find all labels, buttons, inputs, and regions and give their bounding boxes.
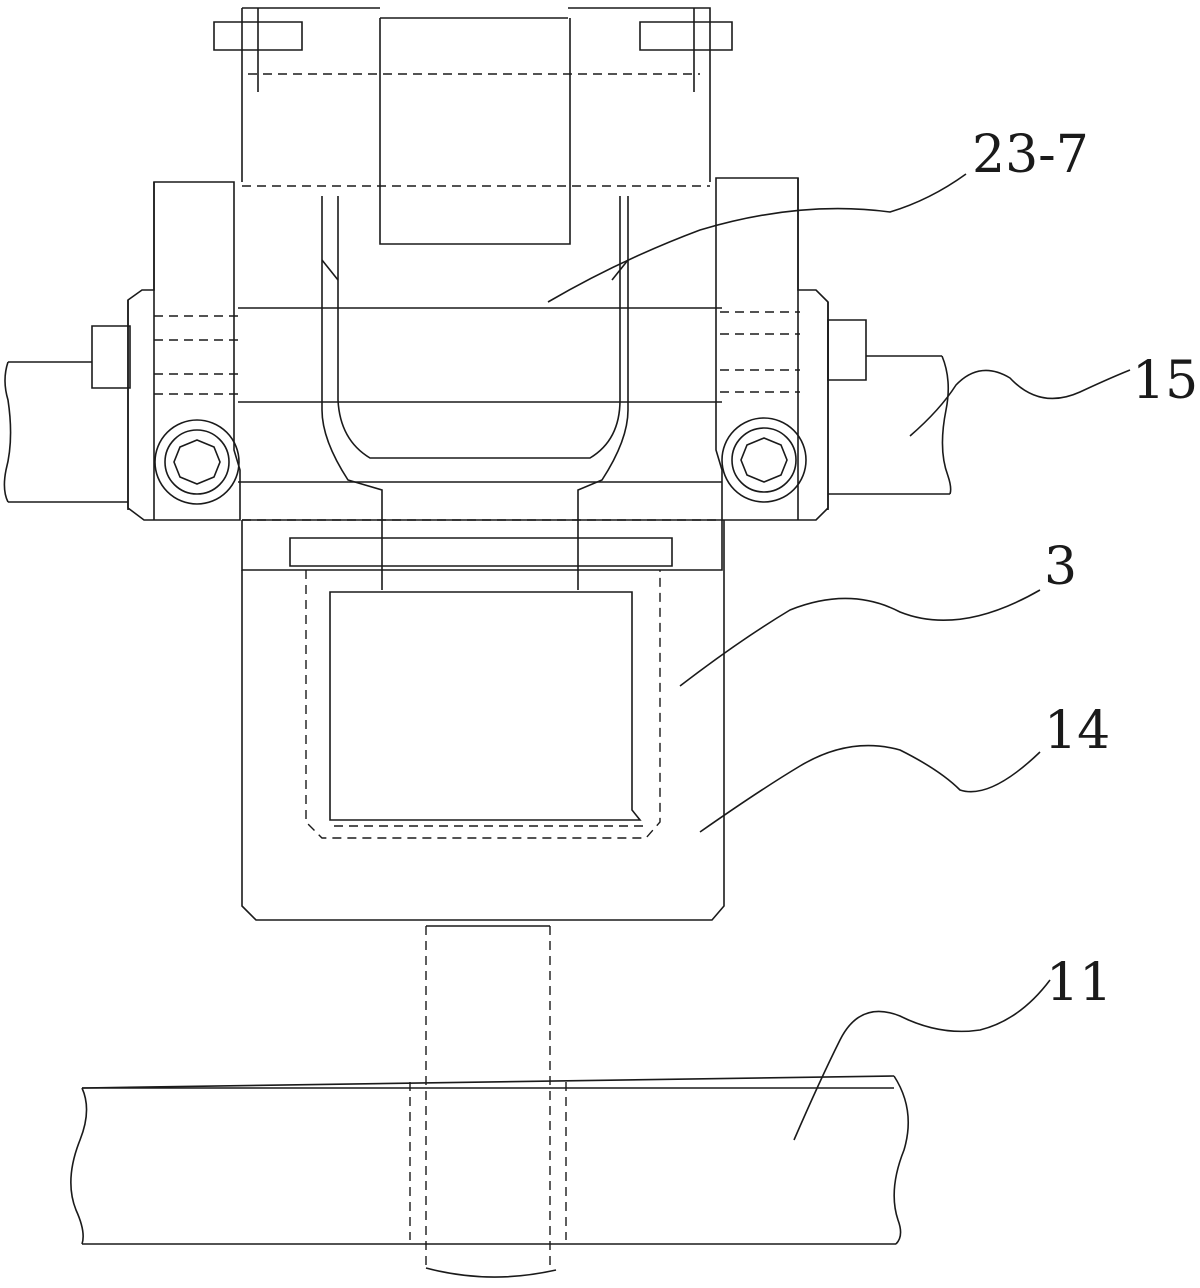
lower-housing (238, 481, 725, 921)
label-3: 3 (1044, 537, 1077, 597)
shaft-23-7 (238, 307, 722, 403)
left-side-plate (91, 181, 241, 521)
leader-14 (699, 744, 1041, 833)
leader-3 (679, 589, 1041, 687)
part-labels: 23-7 15 3 14 11 (972, 125, 1198, 1013)
right-side-plate (715, 177, 867, 521)
vertical-rod (409, 925, 567, 1278)
label-11: 11 (1046, 953, 1112, 1013)
bottom-beam-11 (70, 1075, 910, 1245)
label-14: 14 (1044, 701, 1110, 761)
right-arm-15 (828, 355, 952, 495)
label-23-7: 23-7 (972, 125, 1089, 185)
leader-15 (909, 369, 1131, 437)
leader-lines (547, 173, 1131, 1141)
top-bracket (213, 7, 733, 245)
label-15: 15 (1132, 351, 1198, 411)
leader-11 (793, 979, 1051, 1141)
left-arm (3, 361, 128, 503)
central-fork (321, 196, 629, 590)
leader-23-7 (547, 173, 967, 303)
